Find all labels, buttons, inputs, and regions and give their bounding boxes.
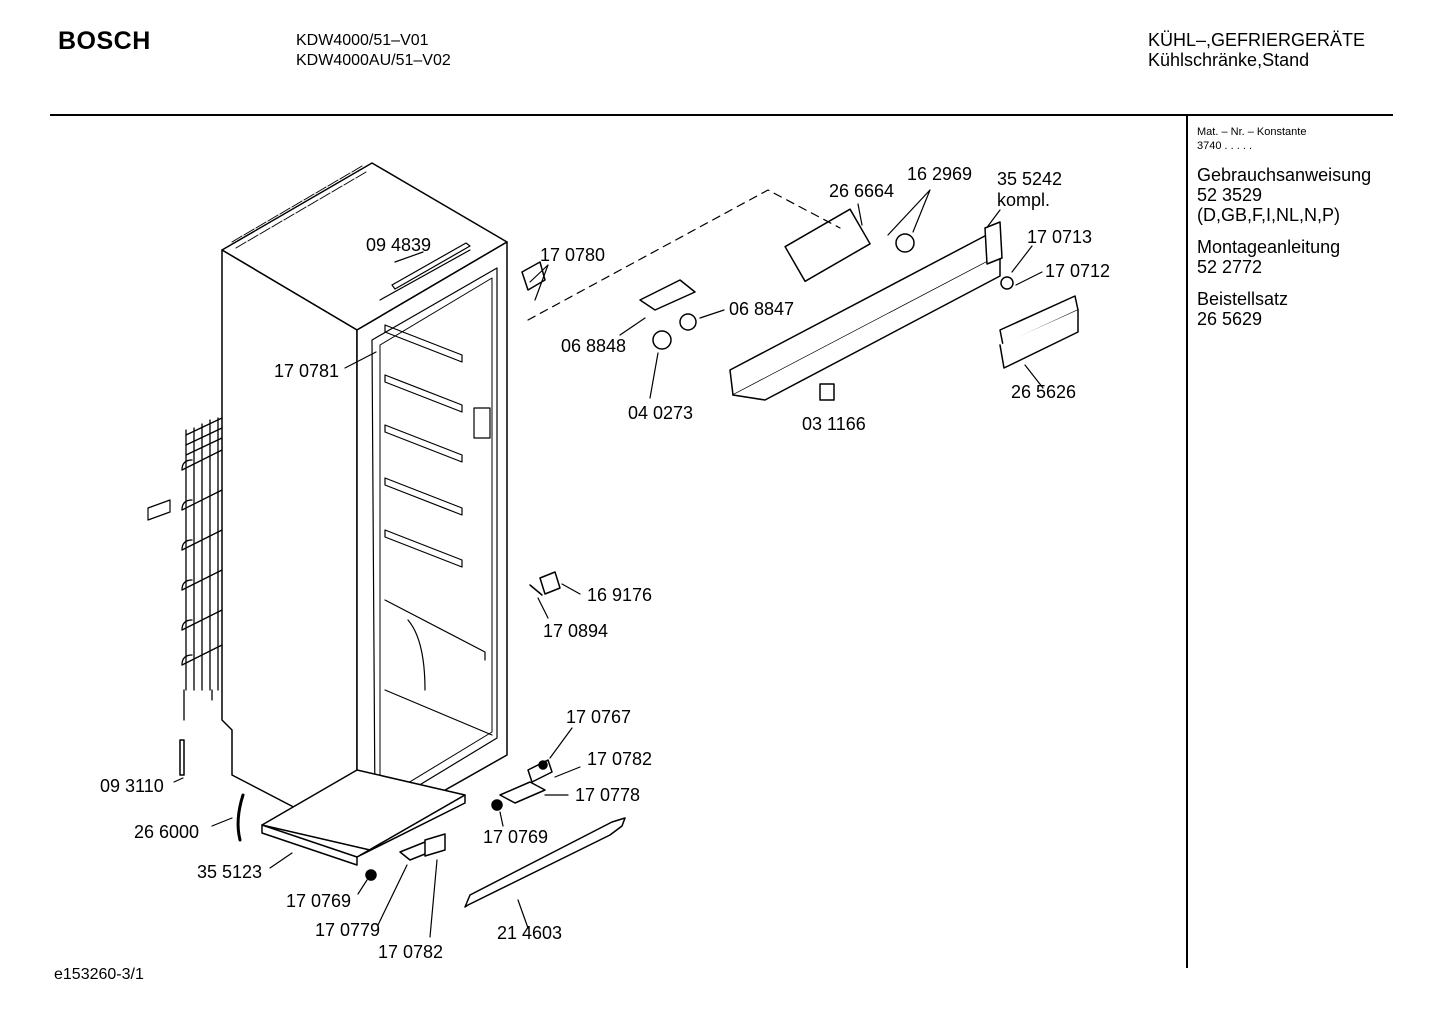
part-label: 06 8847: [729, 299, 795, 319]
part-label: 17 0769: [483, 827, 549, 847]
mat-value: 3740 . . . . .: [1197, 140, 1253, 152]
part-label: 17 0769: [286, 891, 352, 911]
part-label: 26 5626: [1011, 382, 1077, 402]
entry-number: 52 2772: [1197, 257, 1263, 277]
entry-title: Montageanleitung: [1197, 237, 1341, 257]
part-label: 03 1166: [802, 414, 866, 434]
part-label: 16 2969: [907, 164, 973, 184]
part-label: 21 4603: [497, 923, 563, 943]
part-label: 17 0712: [1045, 261, 1111, 281]
part-label-note: kompl.: [997, 190, 1051, 210]
entry-note: (D,GB,F,I,NL,N,P): [1197, 205, 1341, 225]
mat-label: Mat. – Nr. – Konstante: [1197, 126, 1307, 138]
category-line-2: Kühlschränke,Stand: [1148, 50, 1310, 70]
part-label: 35 5123: [197, 862, 263, 882]
part-label: 17 0782: [587, 749, 653, 769]
entry-title: Gebrauchsanweisung: [1197, 165, 1372, 185]
part-label: 04 0273: [628, 403, 694, 423]
cabinet: [147, 162, 508, 866]
sidebar: Mat. – Nr. – Konstante 3740 . . . . . Ge…: [1197, 125, 1371, 329]
part-label: 17 0778: [575, 785, 641, 805]
part-label: 35 5242: [997, 169, 1063, 189]
leader-lines: [173, 189, 1044, 938]
part-label: 17 0780: [540, 245, 606, 265]
product-category: KÜHL–,GEFRIERGERÄTE Kühlschränke,Stand: [1148, 30, 1365, 70]
part-label: 17 0713: [1027, 227, 1093, 247]
part-label: 17 0781: [274, 361, 340, 381]
part-label: 26 6664: [829, 181, 895, 201]
entry-number: 26 5629: [1197, 309, 1263, 329]
control-panel: [521, 189, 1079, 401]
brand-logo: BOSCH: [58, 27, 151, 55]
category-line-1: KÜHL–,GEFRIERGERÄTE: [1148, 30, 1366, 50]
part-label: 17 0779: [315, 920, 381, 940]
drawing-code: e153260-3/1: [54, 966, 144, 983]
sidebar-entry: Montageanleitung 52 2772: [1197, 237, 1371, 277]
entry-title: Beistellsatz: [1197, 289, 1289, 309]
entry-number: 52 3529: [1197, 185, 1263, 205]
lower-hardware: [179, 571, 626, 908]
part-label: 16 9176: [587, 585, 653, 605]
part-label: 26 6000: [134, 822, 200, 842]
sidebar-entry: Gebrauchsanweisung 52 3529 (D,GB,F,I,NL,…: [1197, 165, 1371, 225]
model-number-2: KDW4000AU/51–V02: [296, 52, 451, 69]
part-label: 09 4839: [366, 235, 432, 255]
sidebar-entry: Beistellsatz 26 5629: [1197, 289, 1371, 329]
part-label: 17 0782: [378, 942, 444, 962]
sidebar-divider: [1186, 115, 1188, 968]
part-label: 09 3110: [100, 776, 164, 796]
part-label: 17 0894: [543, 621, 609, 641]
header-divider: [50, 114, 1393, 116]
model-number-1: KDW4000/51–V01: [296, 32, 429, 49]
part-label: 17 0767: [566, 707, 632, 727]
model-numbers: KDW4000/51–V01 KDW4000AU/51–V02: [296, 31, 451, 71]
part-label: 06 8848: [561, 336, 627, 356]
